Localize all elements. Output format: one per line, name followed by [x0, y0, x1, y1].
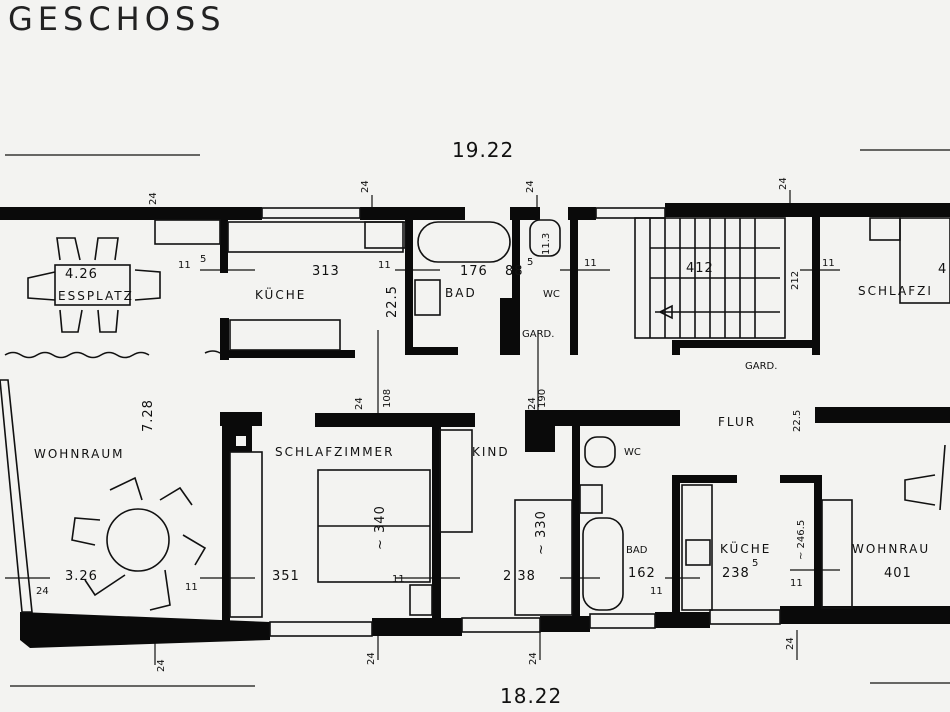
label-schlafzimmer-upper: SCHLAFZI	[858, 284, 933, 298]
wall-24-bottom-3: 24	[528, 652, 539, 665]
stair-width: 412	[686, 261, 714, 276]
stair-depth: 212	[790, 271, 801, 290]
wall-11-7: 11	[650, 586, 663, 597]
kind-depth: ~ 330	[534, 510, 549, 555]
wall-24-left: 24	[36, 586, 49, 597]
kueche-lower-width-sup: 5	[752, 558, 758, 569]
dim-108: 108	[382, 389, 393, 408]
kueche-lower-depth: ~ 246.5	[796, 520, 807, 560]
wall-11-8: 11	[790, 578, 803, 589]
labels: 19.22 18.22 4.26 ESSPLATZ KÜCHE 313 22.5…	[34, 138, 947, 708]
label-kind: KIND	[472, 445, 510, 459]
wall-11-sup: 5	[200, 254, 206, 265]
label-essplatz: ESSPLATZ	[58, 289, 134, 303]
schlafzimmer-depth: ~ 340	[373, 505, 388, 550]
wc-width-sup: 5	[527, 257, 533, 268]
label-wc-lower: WC	[624, 447, 641, 458]
schlafzimmer-width: 351	[272, 569, 300, 584]
wall-24-top-1: 24	[360, 180, 371, 193]
wohnraum-width: 3.26	[65, 569, 98, 584]
wall-24-mid-2: 24	[527, 397, 538, 410]
wall-24-bottom-4: 24	[785, 637, 796, 650]
wall-24-bottom-1: 24	[156, 659, 167, 672]
walls	[0, 203, 950, 648]
wohnraum-depth: 7.28	[141, 399, 156, 432]
label-bad-upper: BAD	[445, 286, 477, 300]
label-wohnraum-2: WOHNRAU	[852, 542, 930, 556]
wc-fixture-dim: 11.3	[541, 233, 552, 255]
wall-24-mid-1: 24	[354, 397, 365, 410]
wall-24-bottom-2: 24	[366, 652, 377, 665]
label-kueche-lower: KÜCHE	[720, 540, 771, 556]
schlafzimmer-upper-size: 4	[938, 262, 947, 277]
dimension-lines	[5, 149, 950, 687]
label-schlafzimmer: SCHLAFZIMMER	[275, 445, 394, 459]
kueche-lower-width: 238	[722, 566, 750, 581]
wall-11-6: 11	[392, 574, 405, 585]
label-flur: FLUR	[718, 415, 756, 429]
label-bad-lower: BAD	[626, 545, 648, 556]
kueche-width: 313	[312, 264, 340, 279]
break-line	[4, 350, 221, 359]
label-kueche-upper: KÜCHE	[255, 286, 306, 302]
label-gard-2: GARD.	[745, 361, 777, 372]
wall-24-top-4: 24	[148, 192, 159, 205]
wall-11-5: 11	[185, 582, 198, 593]
label-wohnraum: WOHNRAUM	[34, 447, 125, 461]
kueche-depth: 22.5	[385, 285, 400, 318]
wohnraum-2-width: 401	[884, 566, 912, 581]
dim-overall-top: 19.22	[452, 138, 514, 162]
wall-11-4: 11	[822, 258, 835, 269]
bad-lower-width: 162	[628, 566, 656, 581]
dim-overall-bottom: 18.22	[500, 684, 562, 708]
wall-11-3: 11	[584, 258, 597, 269]
bad-width: 176	[460, 264, 488, 279]
kind-width: 2 38	[503, 569, 536, 584]
essplatz-size: 4.26	[65, 267, 98, 282]
flur-width: 22.5	[792, 410, 803, 432]
staircase	[634, 217, 786, 339]
wall-24-top-2: 24	[525, 180, 536, 193]
wall-11-1: 11	[178, 260, 191, 271]
dim-190: 190	[537, 389, 548, 408]
label-gard-1: GARD.	[522, 329, 554, 340]
plan-title: GESCHOSS	[8, 0, 226, 38]
wc-width: 88	[505, 264, 524, 279]
wall-11-2: 11	[378, 260, 391, 271]
furniture	[27, 217, 950, 618]
wall-24-top-3: 24	[778, 177, 789, 190]
label-wc-upper: WC	[543, 289, 560, 300]
